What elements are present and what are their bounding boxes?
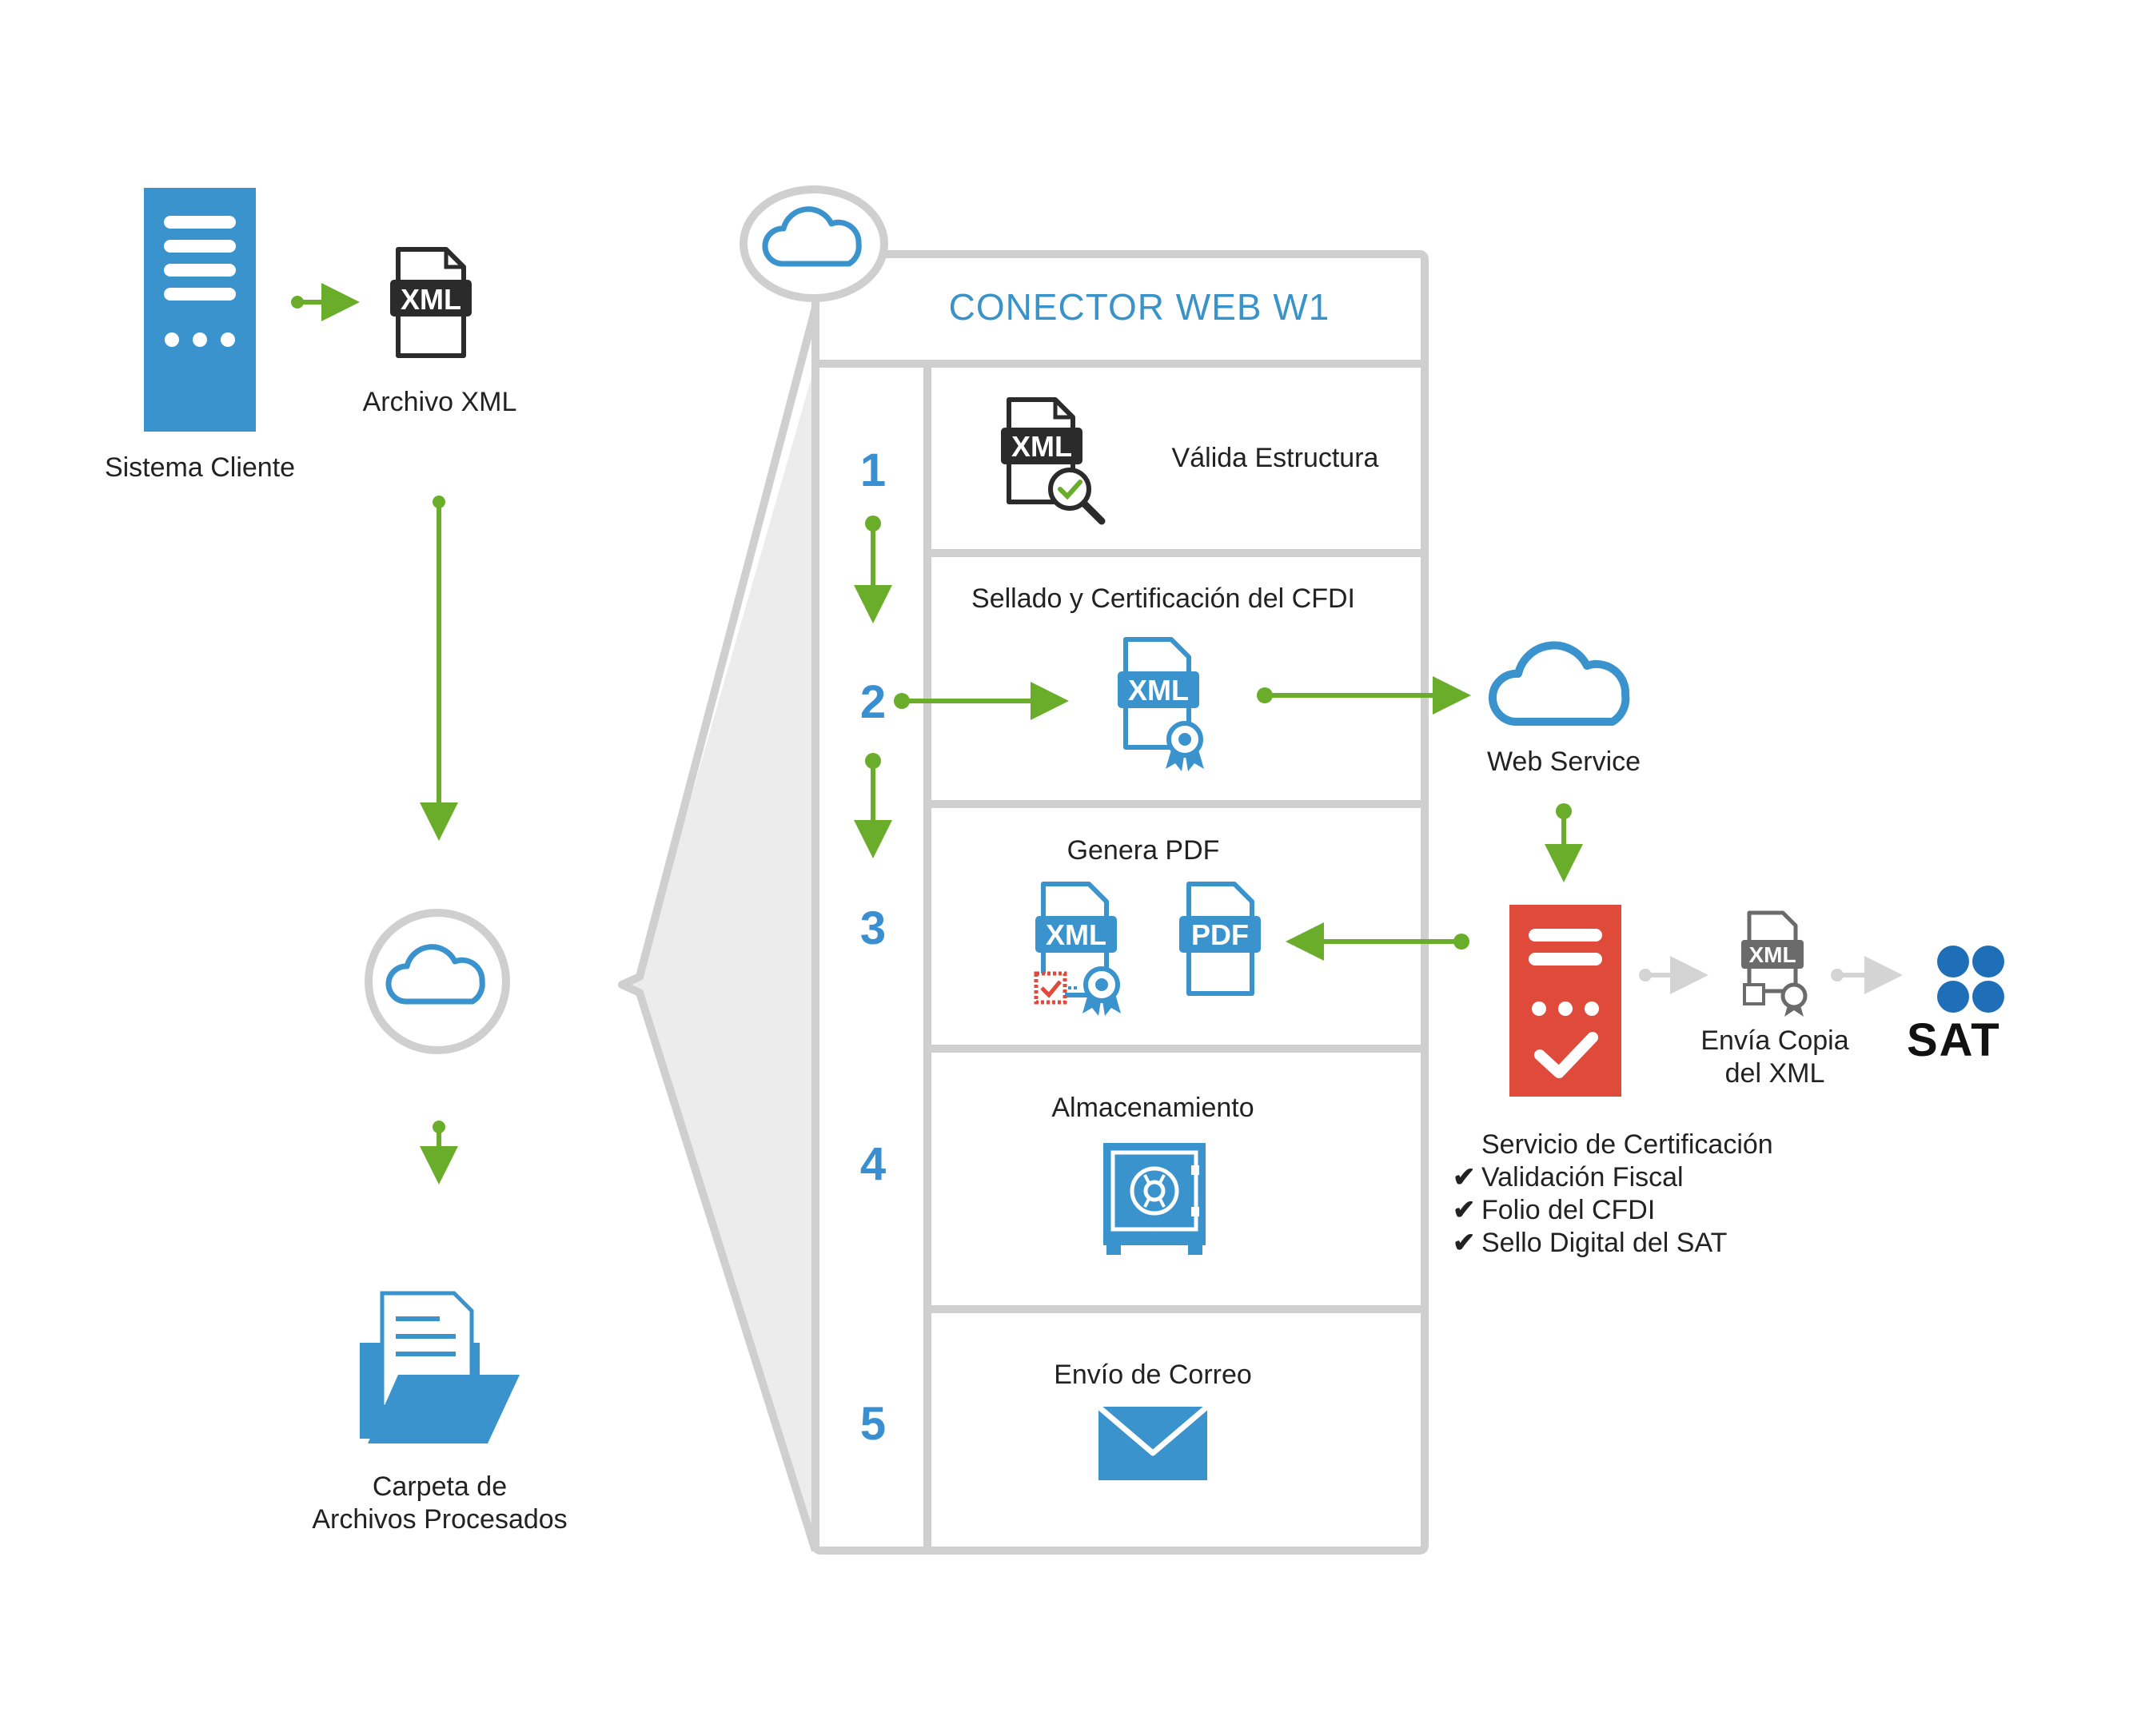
check-icon: ✔ [1453, 1162, 1476, 1193]
zoom-funnel [618, 306, 819, 1552]
svg-text:XML: XML [1128, 674, 1189, 707]
pdf-file-icon: PDF [1179, 882, 1261, 996]
safe-icon [1103, 1143, 1206, 1255]
step-number-1: 1 [859, 444, 887, 496]
xml-copy-icon: XML [1741, 910, 1808, 1017]
certification-title: Servicio de Certificación [1481, 1129, 1773, 1160]
xml-file-label: Archivo XML [362, 387, 517, 417]
certification-item: ✔Sello Digital del SAT [1453, 1228, 1728, 1258]
folder-label: Carpeta de Archivos Procesados [312, 1471, 567, 1536]
copy-xml-label: Envía Copia del XML [1700, 1025, 1848, 1090]
folder-icon [360, 1291, 520, 1443]
svg-text:XML: XML [401, 283, 461, 316]
envelope-icon [1096, 1404, 1210, 1480]
folder-label-line1: Carpeta de [372, 1471, 508, 1502]
sat-flow-arrows [1639, 956, 1903, 994]
webservice-label: Web Service [1486, 747, 1641, 777]
copy-xml-line2: del XML [1724, 1058, 1825, 1089]
folder-label-line2: Archivos Procesados [312, 1504, 568, 1535]
xml-file-icon: XML [390, 247, 472, 358]
left-cloud-badge [365, 909, 510, 1054]
xml-stamped-icon: XML [1034, 882, 1121, 1016]
cloud-icon [385, 944, 485, 1005]
client-label: Sistema Cliente [104, 452, 296, 483]
svg-text:XML: XML [1011, 430, 1072, 463]
step-label-5: Envío de Correo [1054, 1360, 1252, 1390]
connector-frame [811, 250, 1429, 1555]
server-icon [144, 188, 256, 432]
top-cloud-badge [740, 185, 888, 302]
step-label-4: Almacenamiento [1051, 1093, 1254, 1123]
step-number-5: 5 [859, 1398, 887, 1450]
step-label-3: Genera PDF [1066, 835, 1220, 866]
sat-logo [1937, 946, 2004, 1013]
certification-item: ✔Folio del CFDI [1453, 1195, 1656, 1225]
step-flow-arrows [854, 516, 1583, 961]
step-number-3: 3 [859, 902, 887, 954]
left-flow-arrows [291, 283, 458, 1185]
step-label-2: Sellado y Certificación del CFDI [971, 583, 1355, 614]
xml-validate-icon: XML [1001, 397, 1106, 525]
sat-logo-text: SAT [1907, 1014, 2001, 1066]
step-label-1: Válida Estructura [1171, 443, 1379, 473]
step-number-2: 2 [859, 676, 887, 728]
svg-text:XML: XML [1046, 918, 1106, 951]
certification-list: Servicio de Certificación ✔Validación Fi… [1453, 1129, 1773, 1260]
check-icon: ✔ [1453, 1195, 1476, 1225]
certification-server-icon [1509, 905, 1621, 1097]
svg-text:XML: XML [1748, 942, 1796, 967]
connector-title: CONECTOR WEB W1 [948, 286, 1330, 328]
step-number-4: 4 [859, 1138, 887, 1190]
check-icon: ✔ [1453, 1228, 1476, 1258]
copy-xml-line1: Envía Copia [1700, 1025, 1849, 1056]
xml-certified-icon: XML [1118, 637, 1204, 771]
webservice-cloud-icon [1488, 641, 1630, 726]
certification-item: ✔Validación Fiscal [1453, 1162, 1684, 1193]
cloud-icon [762, 206, 862, 267]
svg-text:PDF: PDF [1191, 918, 1249, 951]
